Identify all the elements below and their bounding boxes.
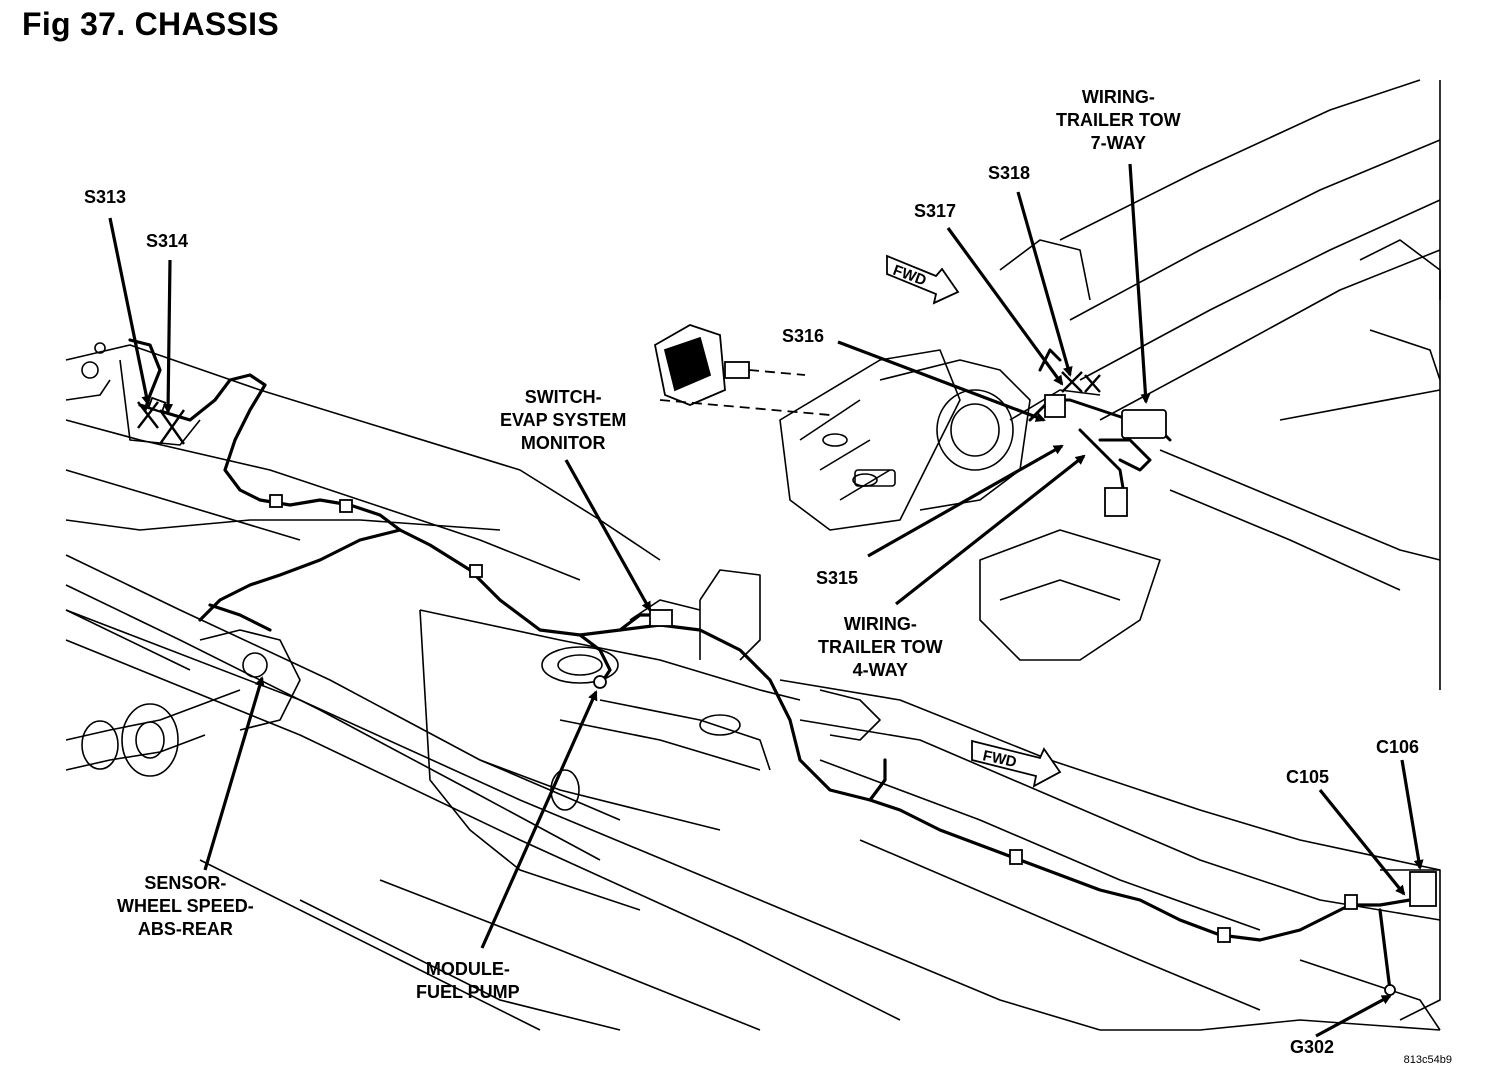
leader-arrows xyxy=(108,163,1424,1038)
harness-clips xyxy=(147,396,1437,996)
label-s318: S318 xyxy=(988,163,1031,183)
label-module-fuel-pump: MODULE- FUEL PUMP xyxy=(416,959,520,1002)
label-s317: S317 xyxy=(914,201,957,221)
label-s314: S314 xyxy=(146,231,189,251)
splice-marks xyxy=(137,371,1101,445)
label-trailer-tow-7way: WIRING- TRAILER TOW 7-WAY xyxy=(1056,87,1181,153)
image-code: 813c54b9 xyxy=(1403,1054,1452,1066)
label-g302: G302 xyxy=(1290,1037,1335,1057)
label-s316: S316 xyxy=(782,326,825,346)
label-switch-evap: SWITCH- EVAP SYSTEM MONITOR xyxy=(500,387,627,453)
label-c105: C105 xyxy=(1286,767,1330,787)
trailer-tow-inset xyxy=(779,79,1441,690)
label-c106: C106 xyxy=(1376,737,1420,757)
chassis-frame xyxy=(65,342,1441,1031)
label-s313: S313 xyxy=(84,187,127,207)
fwd-arrow-main: FWD xyxy=(971,739,1062,788)
trailer-plug-7way xyxy=(653,324,831,416)
label-s315: S315 xyxy=(816,568,859,588)
fwd-arrow-inset: FWD xyxy=(886,254,960,305)
svg-text:FWD: FWD xyxy=(891,262,929,290)
wiring-harness xyxy=(128,338,1412,992)
svg-text:FWD: FWD xyxy=(981,747,1018,771)
label-trailer-tow-4way: WIRING- TRAILER TOW 4-WAY xyxy=(818,614,943,680)
label-sensor-wheel-speed: SENSOR- WHEEL SPEED- ABS-REAR xyxy=(117,873,254,939)
figure-title: Fig 37. CHASSIS xyxy=(22,6,279,42)
inset-connectors xyxy=(1044,394,1167,517)
